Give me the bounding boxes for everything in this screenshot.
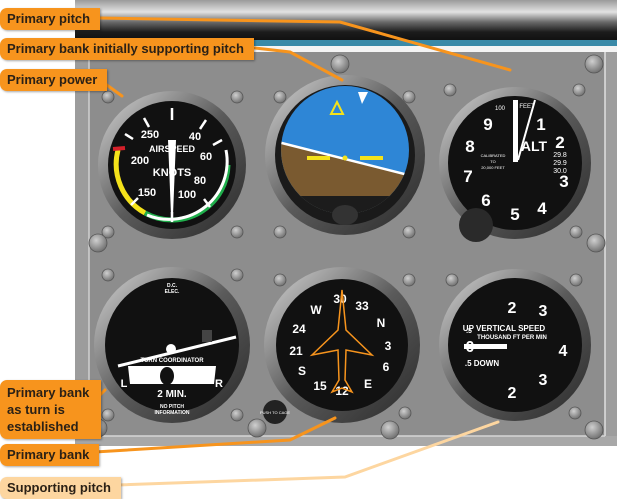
tc-title: TURN COORDINATOR xyxy=(140,358,204,364)
airspeed-200: 200 xyxy=(131,155,149,167)
hdg-21: 21 xyxy=(289,344,303,358)
tc-2min: 2 MIN. xyxy=(157,389,187,400)
alt-hundred-needle xyxy=(513,100,518,162)
kollsman-30-0: 30.0 xyxy=(553,168,567,175)
leader-lines xyxy=(93,16,512,487)
alt-7: 7 xyxy=(463,167,472,186)
alt-4: 4 xyxy=(537,199,547,218)
hdg-n: N xyxy=(377,316,386,330)
label-primary-bank-as-turn-is-established: Primary bank as turn is established xyxy=(0,380,101,439)
vertical-speed-indicator: 2 3 4 3 2 0 UP VERTICAL SPEED THOUSAND F… xyxy=(439,269,591,421)
alt-3: 3 xyxy=(559,172,568,191)
airspeed-needle xyxy=(168,140,176,215)
alt-calibrated: CALIBRATED xyxy=(481,153,506,158)
tc-wings xyxy=(117,335,237,368)
vsi-subtitle: THOUSAND FT PER MIN xyxy=(477,335,547,341)
label-primary-bank-initially-supporting-pitch: Primary bank initially supporting pitch xyxy=(0,38,254,60)
alt-1: 1 xyxy=(536,115,545,134)
heading-knob[interactable] xyxy=(263,400,287,424)
hdg-33: 33 xyxy=(355,299,369,313)
alt-8: 8 xyxy=(465,137,474,156)
hdg-3: 3 xyxy=(385,339,392,353)
hdg-w: W xyxy=(310,303,322,317)
hdg-12: 12 xyxy=(335,384,349,398)
hdg-24: 24 xyxy=(292,322,306,336)
tc-dc: D.C. xyxy=(167,283,178,289)
airspeed-150: 150 xyxy=(138,187,156,199)
hdg-e: E xyxy=(364,377,372,391)
vsi-down-2: 2 xyxy=(508,385,517,402)
alt-9: 9 xyxy=(483,115,492,134)
airspeed-80: 80 xyxy=(194,175,206,187)
alt-20000: 20,000 FEET xyxy=(481,165,505,170)
airspeed-60: 60 xyxy=(200,151,212,163)
tc-right: R xyxy=(215,378,223,390)
alt-thousand-needle xyxy=(517,99,536,161)
tc-information: INFORMATION xyxy=(155,410,190,416)
altimeter-knob[interactable] xyxy=(459,208,493,242)
airspeed-250: 250 xyxy=(141,129,159,141)
label-primary-pitch: Primary pitch xyxy=(0,8,101,30)
attitude-indicator xyxy=(265,75,425,235)
vsi-4: 4 xyxy=(559,343,568,360)
alt-to: TO xyxy=(490,159,495,164)
label-primary-bank: Primary bank xyxy=(0,444,100,466)
alt-2: 2 xyxy=(555,133,564,152)
heading-indicator: 30 33 N 3 6 E 12 15 S 21 24 W PUSH TO CA… xyxy=(260,267,420,424)
label-supporting-pitch: Supporting pitch xyxy=(0,477,121,499)
tc-elec: ELEC. xyxy=(165,289,180,295)
alt-feet: FEET xyxy=(519,104,535,110)
vsi-down: .5 DOWN xyxy=(465,359,499,368)
heading-airplane-symbol xyxy=(309,289,375,394)
vsi-up-half: .5 xyxy=(466,328,472,335)
airspeed-40: 40 xyxy=(189,131,201,143)
vsi-down-3: 3 xyxy=(539,372,548,389)
airspeed-100: 100 xyxy=(178,189,196,201)
tc-no-pitch: NO PITCH xyxy=(160,404,184,410)
altimeter: 1 2 3 4 5 6 7 8 9 ALT 100 FEET CALIBRATE… xyxy=(439,87,591,242)
airspeed-indicator: 250 40 200 60 80 150 100 AIRSPEED KNOTS xyxy=(98,91,246,239)
hdg-15: 15 xyxy=(313,379,327,393)
vsi-title: UP VERTICAL SPEED xyxy=(463,324,546,333)
tc-left: L xyxy=(121,378,128,390)
kollsman-29-9: 29.9 xyxy=(553,160,567,167)
vsi-up-2: 2 xyxy=(508,300,517,317)
hdg-6: 6 xyxy=(383,360,390,374)
alt-6: 6 xyxy=(481,191,490,210)
hdg-s: S xyxy=(298,364,306,378)
alt-5: 5 xyxy=(510,205,519,224)
alt-100: 100 xyxy=(495,106,506,112)
turn-coordinator: D.C. ELEC. TURN COORDINATOR L R 2 MIN. N… xyxy=(94,267,250,423)
vsi-needle xyxy=(464,344,507,349)
alt-title: ALT xyxy=(521,138,548,154)
kollsman-29-8: 29.8 xyxy=(553,152,567,159)
label-primary-power: Primary power xyxy=(0,69,108,91)
knob-push-to-cage: PUSH TO CAGE xyxy=(260,410,290,415)
vsi-up-3: 3 xyxy=(539,303,548,320)
